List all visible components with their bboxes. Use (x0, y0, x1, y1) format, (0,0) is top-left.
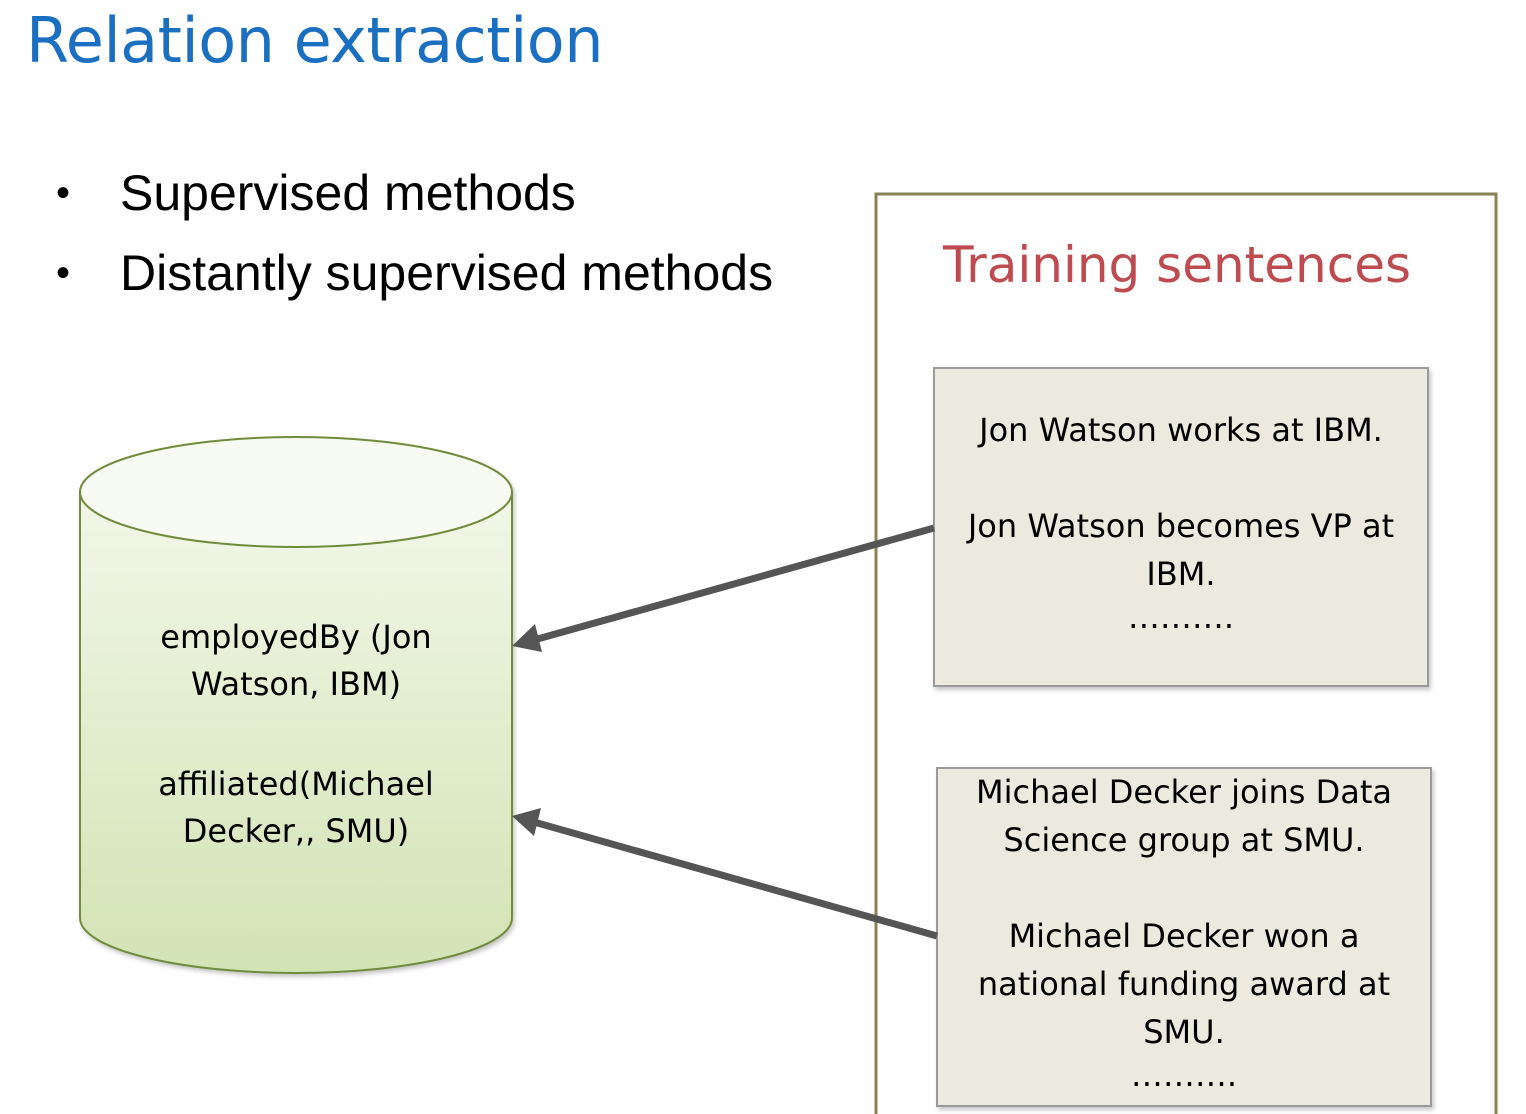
training-sentences-heading: Training sentences (942, 236, 1412, 294)
bullet-text: Supervised methods (120, 165, 576, 221)
bullet-list: • Supervised methods • Distantly supervi… (52, 162, 773, 322)
ellipsis-line: ………. (1130, 1056, 1238, 1094)
sentence-line: IBM. (1146, 555, 1216, 593)
sentence-line: Jon Watson works at IBM. (979, 411, 1383, 449)
fact-line: Watson, IBM) (190, 665, 402, 703)
sentence-line: Michael Decker won a (1008, 917, 1360, 955)
fact-line: employedBy (Jon (160, 618, 432, 656)
sentence-line: Science group at SMU. (1003, 821, 1365, 859)
bullet-item: • Distantly supervised methods (52, 242, 773, 322)
bullet-item: • Supervised methods (52, 162, 773, 242)
ellipsis-line: ………. (1127, 598, 1235, 636)
training-panel-frame (874, 192, 1498, 1114)
bullet-dot-icon: • (56, 251, 71, 295)
sentence-box-1-text: Jon Watson works at IBM. Jon Watson beco… (934, 406, 1428, 636)
bullet-text: Distantly supervised methods (120, 245, 774, 301)
sentence-box-1 (933, 367, 1429, 687)
bullet-dot-icon: • (56, 171, 71, 215)
sentence-box-2-text: Michael Decker joins Data Science group … (937, 768, 1431, 1094)
sentence-line: Michael Decker joins Data (976, 773, 1392, 811)
blank-line (937, 864, 1431, 912)
sentence-box-2 (936, 767, 1432, 1107)
knowledge-base-cylinder (79, 436, 513, 974)
sentence-line: SMU. (1143, 1013, 1225, 1051)
slide-title: Relation extraction (26, 4, 604, 77)
fact-line: Decker,, SMU) (182, 812, 410, 850)
arrow-box1-to-kb (512, 524, 935, 652)
sentence-line: Jon Watson becomes VP at (967, 507, 1395, 545)
fact-line: affiliated(Michael (158, 765, 434, 803)
blank-line (100, 708, 492, 761)
arrow-box2-to-kb (512, 808, 938, 940)
sentence-line: national funding award at (977, 965, 1391, 1003)
blank-line (934, 454, 1428, 502)
knowledge-base-facts: employedBy (Jon Watson, IBM) affiliated(… (100, 614, 492, 855)
